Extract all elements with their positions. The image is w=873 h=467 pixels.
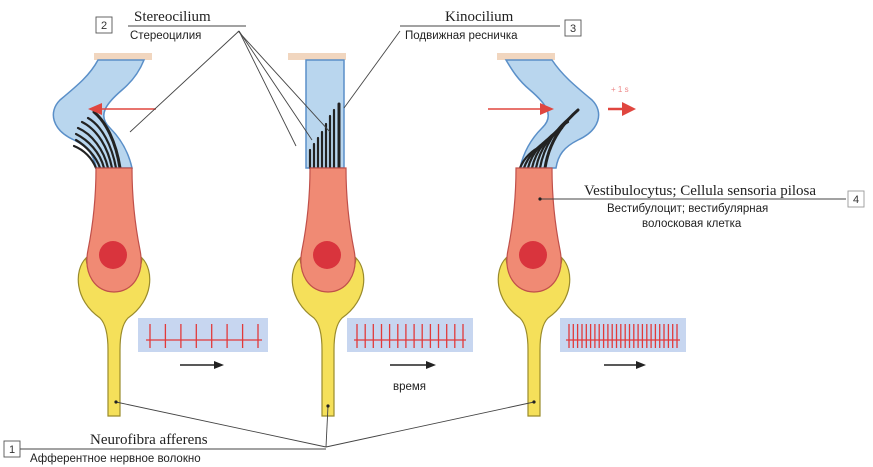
time-arrow-2 xyxy=(390,361,436,369)
faint-label-right: + 1 s xyxy=(611,85,629,94)
nucleus-1 xyxy=(99,241,127,269)
cupula-1 xyxy=(53,60,144,168)
nucleus-2 xyxy=(313,241,341,269)
vestibulocyte-latin: Vestibulocytus; Cellula sensoria pilosa xyxy=(584,183,816,199)
cell-body-2 xyxy=(301,168,355,292)
label-stereocilium: 2 Stereocilium Стереоцилия xyxy=(96,9,211,42)
cupula-3 xyxy=(506,60,599,168)
membrane-bar-1 xyxy=(94,53,152,60)
time-arrow-3 xyxy=(604,361,646,369)
cell-body-3 xyxy=(507,168,561,292)
spike-panel-1 xyxy=(138,318,268,352)
time-label: время xyxy=(393,381,426,393)
nucleus-3 xyxy=(519,241,547,269)
label-kinocilium: Kinocilium Подвижная ресничка 3 xyxy=(405,9,581,42)
kinocilium-latin: Kinocilium xyxy=(445,9,514,25)
vestibulocyte-russian-2: волосковая клетка xyxy=(642,218,742,230)
number-2: 2 xyxy=(101,20,107,32)
neurofibra-russian: Афферентное нервное волокно xyxy=(30,453,201,465)
number-4: 4 xyxy=(853,194,859,206)
number-3: 3 xyxy=(570,23,576,35)
kinocilium-russian: Подвижная ресничка xyxy=(405,30,518,42)
cell-body-1 xyxy=(87,168,141,292)
time-arrow-1 xyxy=(180,361,224,369)
spike-train-1 xyxy=(138,318,268,352)
membrane-bar-3 xyxy=(497,53,555,60)
spike-train-3 xyxy=(560,318,686,352)
spike-train-2 xyxy=(347,318,473,352)
membrane-bar-2 xyxy=(288,53,346,60)
stereocilium-latin: Stereocilium xyxy=(134,9,211,25)
spike-panel-3 xyxy=(560,318,686,352)
leader-lines xyxy=(20,26,846,449)
hair-cell-3 xyxy=(488,53,636,416)
vestibulocyte-russian-1: Вестибулоцит; вестибулярная xyxy=(607,203,768,215)
hair-cell-1 xyxy=(53,53,156,416)
label-vestibulocyte: Vestibulocytus; Cellula sensoria pilosa … xyxy=(584,183,864,230)
number-1: 1 xyxy=(9,444,15,456)
hair-cell-2 xyxy=(288,53,364,416)
neurofibra-latin: Neurofibra afferens xyxy=(90,432,208,448)
spike-panel-2 xyxy=(347,318,473,352)
stereocilium-russian: Стереоцилия xyxy=(130,30,201,42)
stimulus-arrow-right-head-outer xyxy=(622,102,636,116)
label-neurofibra: 1 Neurofibra afferens Афферентное нервно… xyxy=(4,432,208,465)
